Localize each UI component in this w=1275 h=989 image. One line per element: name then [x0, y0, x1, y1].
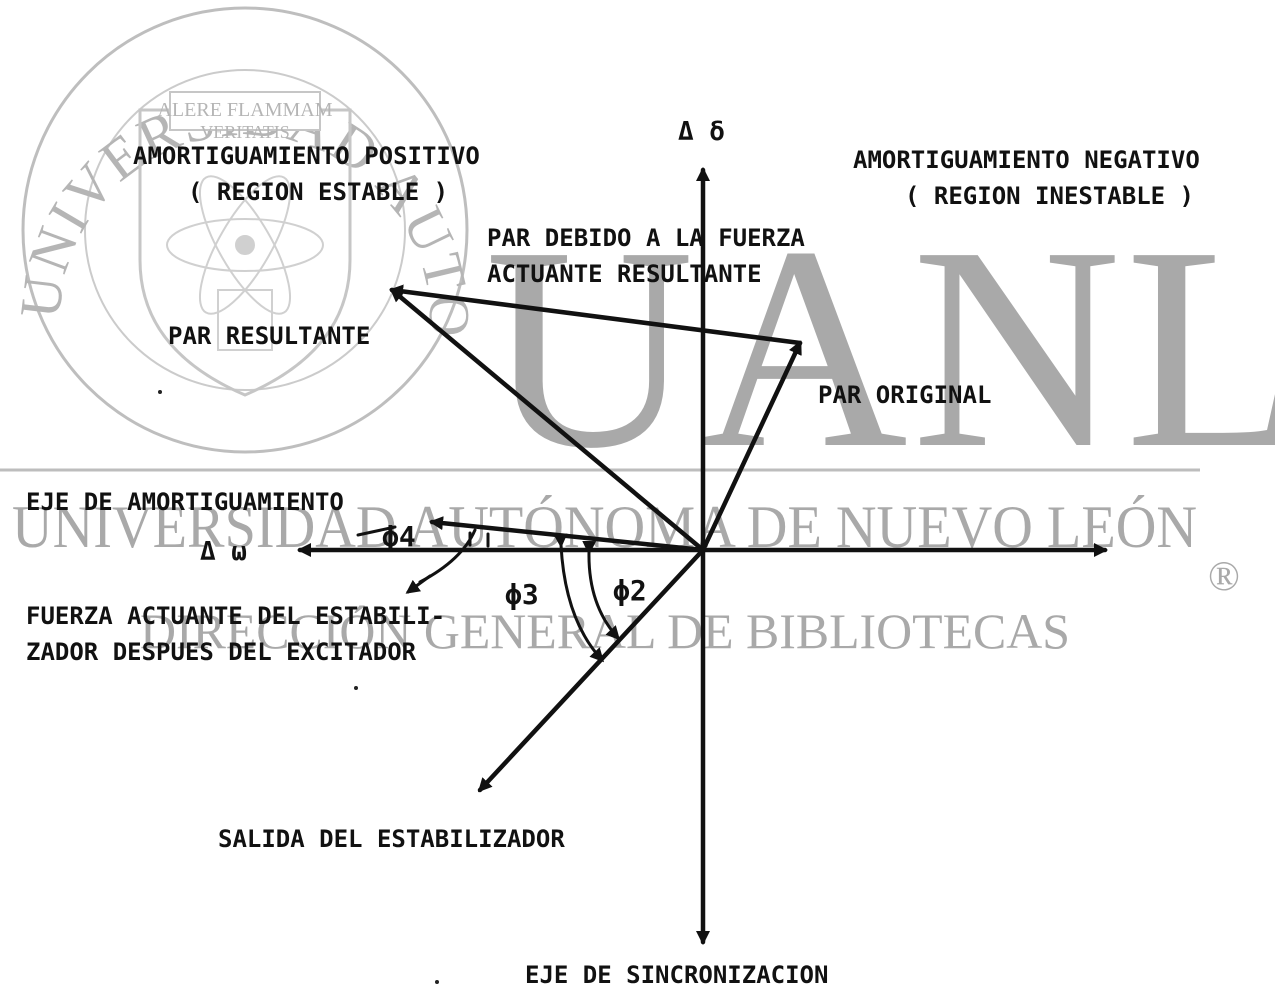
eje-amortiguamiento-label: EJE DE AMORTIGUAMIENTO — [26, 488, 344, 516]
par-resultante-label: PAR RESULTANTE — [168, 322, 370, 350]
phi4-label: ϕ4 — [382, 520, 416, 553]
delta-delta-label: Δ δ — [678, 117, 725, 147]
par-original-label: PAR ORIGINAL — [818, 381, 991, 409]
seal-motto-2: VERITATIS — [200, 122, 290, 142]
phasors — [356, 284, 803, 793]
par-resultante-arrow — [389, 287, 706, 553]
uanl-watermark-letters: UANL — [485, 187, 1275, 508]
phi2-label: ϕ2 — [613, 574, 647, 607]
fuerza-actuante-label-2: ZADOR DESPUES DEL EXCITADOR — [26, 638, 417, 666]
eje-amortiguamiento-leader — [356, 525, 397, 537]
seal-motto-1: ALERE FLAMMAM — [157, 99, 332, 121]
phi3-label: ϕ3 — [505, 578, 539, 611]
region-positive-subtitle: ( REGION ESTABLE ) — [188, 178, 448, 206]
fuerza-leader-arrow — [405, 574, 432, 594]
atom-icon — [166, 175, 324, 315]
fuerza-actuante-label-1: FUERZA ACTUANTE DEL ESTABILI- — [26, 602, 445, 630]
par-original-arrow — [700, 340, 803, 553]
lamp-icon — [217, 289, 273, 351]
labels: AMORTIGUAMIENTO POSITIVO ( REGION ESTABL… — [26, 117, 1200, 989]
region-negative-title: AMORTIGUAMIENTO NEGATIVO — [853, 146, 1200, 174]
eje-sincronizacion-label: EJE DE SINCRONIZACION — [525, 961, 828, 989]
scan-specks — [158, 390, 439, 984]
par-debido-label-1: PAR DEBIDO A LA FUERZA — [487, 224, 805, 252]
salida-estabilizador-arrow — [477, 547, 706, 793]
university-seal: UNIVERSIDAD AUTONOMA DE NUEVO LEON ALERE… — [0, 0, 480, 454]
par-debido-arrow — [389, 284, 803, 346]
phi3-arc — [553, 533, 605, 663]
par-debido-label-2: ACTUANTE RESULTANTE — [487, 260, 762, 288]
delta-omega-label: Δ ω — [200, 537, 247, 567]
registered-mark: ® — [1208, 554, 1240, 600]
axes — [297, 167, 1108, 945]
salida-estabilizador-label: SALIDA DEL ESTABILIZADOR — [218, 825, 565, 853]
region-negative-subtitle: ( REGION INESTABLE ) — [905, 182, 1194, 210]
region-positive-title: AMORTIGUAMIENTO POSITIVO — [133, 142, 480, 170]
angle-arcs — [405, 528, 621, 663]
shield-icon — [138, 108, 352, 397]
